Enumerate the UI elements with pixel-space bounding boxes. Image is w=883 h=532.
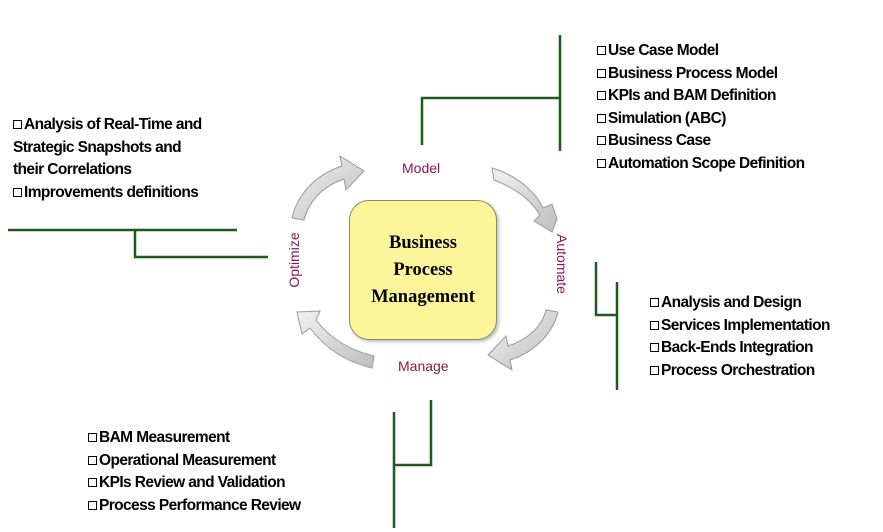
checkbox-bullet-icon bbox=[88, 455, 97, 465]
list-item: Strategic Snapshots and bbox=[13, 138, 182, 156]
arrow-optimize-to-model bbox=[291, 154, 365, 221]
checkbox-bullet-icon bbox=[650, 365, 659, 375]
phase-optimize-label: Optimize bbox=[286, 232, 302, 288]
checkbox-bullet-icon bbox=[597, 46, 606, 55]
checkbox-bullet-icon bbox=[650, 298, 659, 307]
automate-items-list: Analysis and Design Services Implementat… bbox=[650, 292, 830, 382]
list-item: KPIs Review and Validation bbox=[88, 472, 301, 495]
model-items-list: Use Case Model Business Process Model KP… bbox=[597, 40, 805, 176]
center-label-box: Business Process Management bbox=[349, 200, 497, 340]
checkbox-bullet-icon bbox=[13, 187, 22, 197]
list-item: Business Case bbox=[597, 130, 805, 153]
list-item: Process Performance Review bbox=[88, 495, 301, 518]
checkbox-bullet-icon bbox=[597, 91, 606, 101]
checkbox-bullet-icon bbox=[597, 113, 606, 123]
checkbox-bullet-icon bbox=[88, 500, 97, 510]
list-item: Services Implementation bbox=[650, 315, 830, 338]
center-label-line: Business bbox=[389, 232, 457, 253]
checkbox-bullet-icon bbox=[650, 343, 659, 353]
list-item: Business Process Model bbox=[597, 63, 805, 86]
list-item: Process Orchestration bbox=[650, 360, 830, 383]
checkbox-bullet-icon bbox=[88, 433, 97, 442]
list-item: KPIs and BAM Definition bbox=[597, 85, 805, 108]
phase-automate-label: Automate bbox=[554, 234, 570, 294]
arrow-manage-to-optimize bbox=[296, 310, 375, 369]
phase-manage-label: Manage bbox=[398, 358, 449, 374]
phase-model-label: Model bbox=[402, 160, 441, 176]
list-item: Use Case Model bbox=[597, 40, 805, 63]
list-item: BAM Measurement bbox=[88, 427, 301, 450]
list-item: Automation Scope Definition bbox=[597, 153, 805, 176]
list-item: Simulation (ABC) bbox=[597, 108, 805, 131]
list-item: Back-Ends Integration bbox=[650, 337, 830, 360]
arrow-model-to-automate bbox=[491, 167, 558, 233]
list-item: their Correlations bbox=[13, 161, 132, 179]
arrow-automate-to-manage bbox=[487, 309, 559, 372]
optimize-connector bbox=[8, 228, 268, 259]
center-label-line: Management bbox=[371, 286, 475, 307]
automate-connector bbox=[594, 262, 619, 390]
list-item: Analysis and Design bbox=[650, 292, 830, 315]
checkbox-bullet-icon bbox=[597, 136, 606, 146]
list-item: Improvements definitions bbox=[13, 182, 202, 205]
optimize-items-list: Analysis of Real-Time and Strategic Snap… bbox=[13, 114, 202, 204]
checkbox-bullet-icon bbox=[650, 320, 659, 330]
checkbox-bullet-icon bbox=[597, 158, 606, 168]
checkbox-bullet-icon bbox=[88, 478, 97, 488]
center-label-line: Process bbox=[393, 259, 453, 280]
list-item: Analysis of Real-Time and bbox=[13, 114, 202, 137]
list-item: Operational Measurement bbox=[88, 450, 301, 473]
manage-connector bbox=[392, 400, 433, 528]
checkbox-bullet-icon bbox=[597, 68, 606, 78]
checkbox-bullet-icon bbox=[13, 120, 22, 129]
manage-items-list: BAM Measurement Operational Measurement … bbox=[88, 427, 301, 517]
